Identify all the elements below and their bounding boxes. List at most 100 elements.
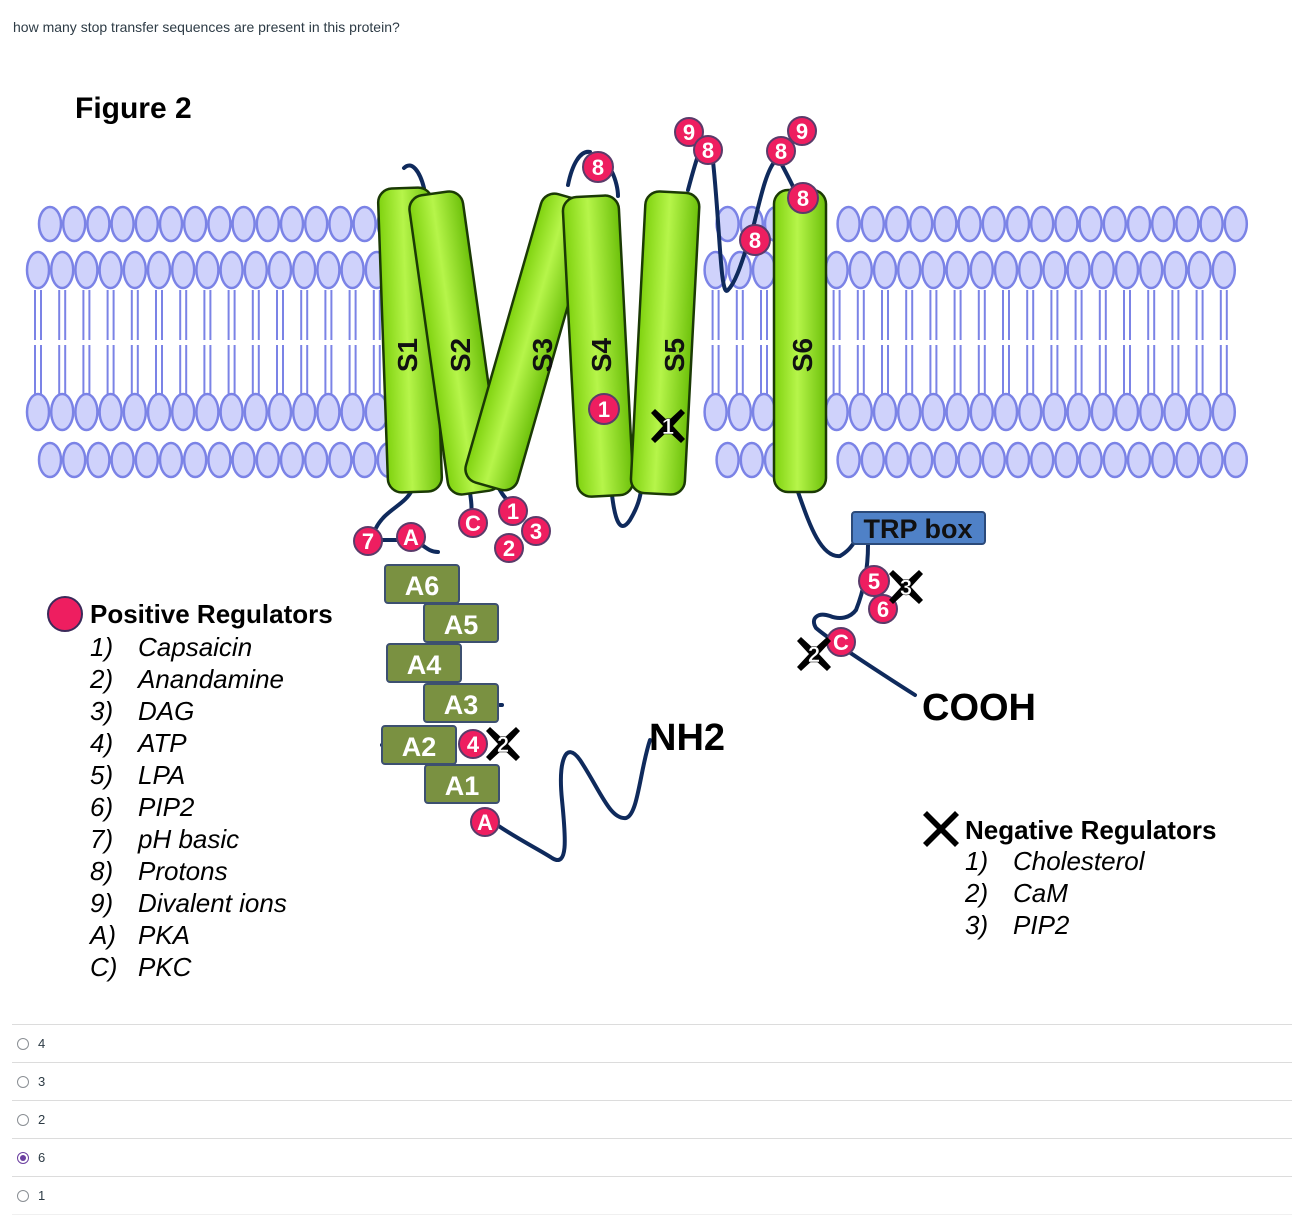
negative-regulator-name: PIP2	[1013, 910, 1070, 940]
lipid-molecule	[969, 205, 1007, 479]
positive-site-label: C	[833, 630, 849, 655]
ankyrin-label-a4: A4	[407, 650, 442, 680]
negative-legend-cross-icon	[923, 811, 959, 847]
positive-regulator-number: 4)	[90, 728, 113, 758]
lipid-molecule	[703, 205, 740, 479]
positive-site-label: 8	[797, 186, 809, 211]
positive-site-label: 8	[775, 139, 787, 164]
lipid-molecule	[146, 205, 184, 479]
positive-site-c5: 5	[858, 565, 890, 597]
positive-regulator-number: 6)	[90, 792, 113, 822]
positive-regulators-legend: Positive Regulators 1)Capsaicin2)Anandam…	[47, 596, 333, 982]
negative-regulator-number: 3)	[965, 910, 988, 940]
positive-site-label: 9	[796, 119, 808, 144]
lipid-molecule	[1090, 205, 1128, 479]
positive-site-c6: 6	[868, 594, 898, 624]
negative-site-label: 2	[497, 732, 509, 757]
lipid-molecule	[291, 205, 329, 479]
negative-site-neg-a2: 2	[486, 727, 520, 761]
lipid-molecule	[1042, 205, 1079, 479]
ankyrin-label-a5: A5	[444, 610, 479, 640]
positive-regulator-name: Capsaicin	[138, 632, 252, 662]
lipid-molecule	[1017, 205, 1055, 479]
answer-option-label: 6	[38, 1150, 46, 1165]
lipid-molecule	[1138, 205, 1176, 479]
helix-label-s2: S2	[445, 338, 476, 372]
positive-regulator-name: ATP	[136, 728, 187, 758]
lipid-molecule	[1114, 205, 1152, 479]
positive-regulator-name: Protons	[138, 856, 228, 886]
positive-site-s1-a: A	[396, 522, 426, 552]
positive-site-l34-8: 8	[582, 151, 614, 183]
positive-site-l56-8a: 8	[693, 135, 723, 165]
positive-regulator-name: LPA	[138, 760, 185, 790]
ankyrin-a2	[381, 725, 457, 765]
positive-regulator-name: PKC	[138, 952, 192, 982]
answer-option-label: 2	[38, 1112, 46, 1127]
answer-option[interactable]: 2	[12, 1100, 1292, 1138]
trpv1-topology-figure: Figure 2 S1 S2 S3 S4 S5 S6 A6	[25, 92, 1249, 982]
positive-regulator-name: DAG	[138, 696, 194, 726]
lipid-molecule	[195, 205, 232, 479]
positive-regulator-number: 3)	[90, 696, 113, 726]
lipid-molecule	[1211, 205, 1249, 479]
lipid-molecule	[267, 205, 305, 479]
ankyrin-label-a6: A6	[405, 571, 440, 601]
positive-site-label: 8	[702, 138, 714, 163]
answer-option[interactable]: 6	[12, 1138, 1292, 1176]
lipid-molecule	[49, 205, 87, 479]
positive-legend-dot	[47, 596, 83, 632]
positive-site-s3-1: 1	[498, 496, 528, 526]
lipid-molecule	[170, 205, 208, 479]
lipid-molecule	[219, 205, 256, 479]
positive-site-l56-9a: 9	[674, 117, 704, 147]
negative-regulator-number: 1)	[965, 846, 988, 876]
positive-site-label: 8	[592, 155, 604, 180]
ankyrin-label-a3: A3	[444, 690, 479, 720]
ankyrin-a1	[424, 764, 500, 804]
answer-option[interactable]: 1	[12, 1176, 1292, 1215]
radio-button[interactable]	[17, 1189, 29, 1202]
negative-regulator-name: CaM	[1013, 878, 1068, 908]
transmembrane-helices	[376, 186, 828, 498]
lipid-molecule	[1066, 205, 1103, 479]
positive-site-l56-8b: 8	[766, 136, 796, 166]
negative-site-neg-c3: 3	[889, 570, 923, 604]
radio-button[interactable]	[17, 1075, 29, 1088]
lipid-molecule	[848, 205, 886, 479]
positive-regulator-name: pH basic	[137, 824, 239, 854]
positive-site-s3-2: 2	[494, 533, 524, 563]
answer-option[interactable]: 4	[12, 1024, 1292, 1062]
helix-label-s5: S5	[659, 338, 690, 372]
lipid-molecule	[896, 205, 934, 479]
negative-regulator-name: Cholesterol	[1013, 846, 1146, 876]
lipid-molecule	[316, 205, 353, 479]
lipid-molecule	[340, 205, 377, 479]
radio-button[interactable]	[17, 1151, 29, 1164]
positive-site-s2-c: C	[458, 508, 488, 538]
answer-option-label: 4	[38, 1036, 46, 1051]
negative-site-label: 3	[900, 575, 912, 600]
radio-button[interactable]	[17, 1113, 29, 1126]
ankyrin-label-a2: A2	[402, 732, 437, 762]
positive-site-a2-4: 4	[458, 729, 488, 759]
ankyrin-a5	[423, 603, 499, 643]
positive-regulator-number: 5)	[90, 760, 113, 790]
positive-site-s1-7: 7	[353, 526, 383, 556]
answer-option[interactable]: 3	[12, 1062, 1292, 1100]
positive-regulator-number: C)	[90, 952, 117, 982]
negative-site-label: 1	[662, 414, 674, 439]
negative-regulator-number: 2)	[964, 878, 988, 908]
positive-site-a1-a: A	[470, 807, 500, 837]
helix-label-s1: S1	[392, 338, 423, 372]
lipid-molecule	[872, 205, 910, 479]
positive-site-l56-8c: 8	[787, 182, 819, 214]
ankyrin-a3	[423, 683, 499, 723]
positive-regulator-number: 9)	[90, 888, 113, 918]
radio-button[interactable]	[17, 1037, 29, 1050]
positive-regulator-number: 8)	[90, 856, 113, 886]
positive-site-label: 1	[598, 397, 610, 422]
lipid-molecule	[122, 205, 160, 479]
helix-label-s4: S4	[586, 337, 617, 372]
